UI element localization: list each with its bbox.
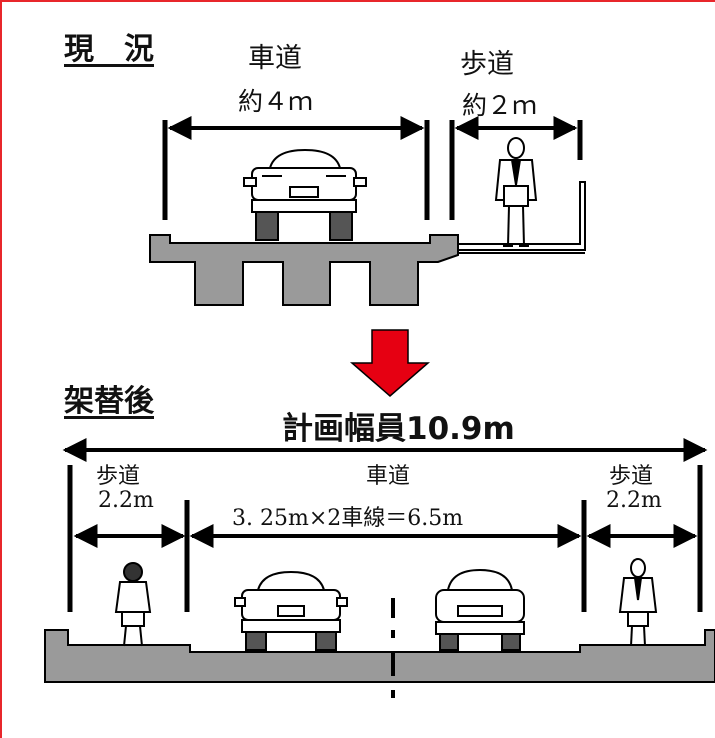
current-roadway-width: 約４ｍ — [238, 87, 314, 116]
after-dimension-ticks — [67, 465, 703, 612]
current-pedestrian-icon — [494, 137, 538, 247]
current-sidewalk-dimension — [449, 116, 583, 220]
after-right-sidewalk-width: 2.2m — [606, 488, 662, 513]
after-section-title: 架替後 — [64, 384, 154, 419]
transition-arrow — [349, 329, 431, 397]
after-roadway-width: 3. 25m×2車線＝6.5m — [232, 506, 464, 531]
current-roadway-label: 車道 — [248, 43, 302, 74]
current-sidewalk-width: 約２ｍ — [462, 91, 538, 120]
current-sidewalk-label: 歩道 — [460, 49, 514, 80]
current-roadway-dimension — [162, 116, 430, 220]
current-sidewalk-slab — [458, 181, 586, 251]
after-car-right-icon — [435, 568, 525, 651]
after-car-left-icon — [234, 570, 348, 651]
after-pedestrian-right-icon — [618, 558, 658, 647]
after-left-sidewalk-width: 2.2m — [98, 488, 154, 513]
current-car-icon — [243, 148, 367, 241]
planned-width-label: 計画幅員10.9m — [282, 411, 515, 447]
after-left-sidewalk-label: 歩道 — [96, 464, 141, 489]
current-section-title: 現 況 — [64, 32, 154, 67]
after-pedestrian-left-icon — [114, 562, 152, 647]
after-right-sidewalk-label: 歩道 — [609, 464, 654, 489]
current-bridge-deck — [149, 234, 459, 306]
after-bridge-deck — [44, 629, 715, 683]
after-roadway-label: 車道 — [366, 464, 411, 489]
